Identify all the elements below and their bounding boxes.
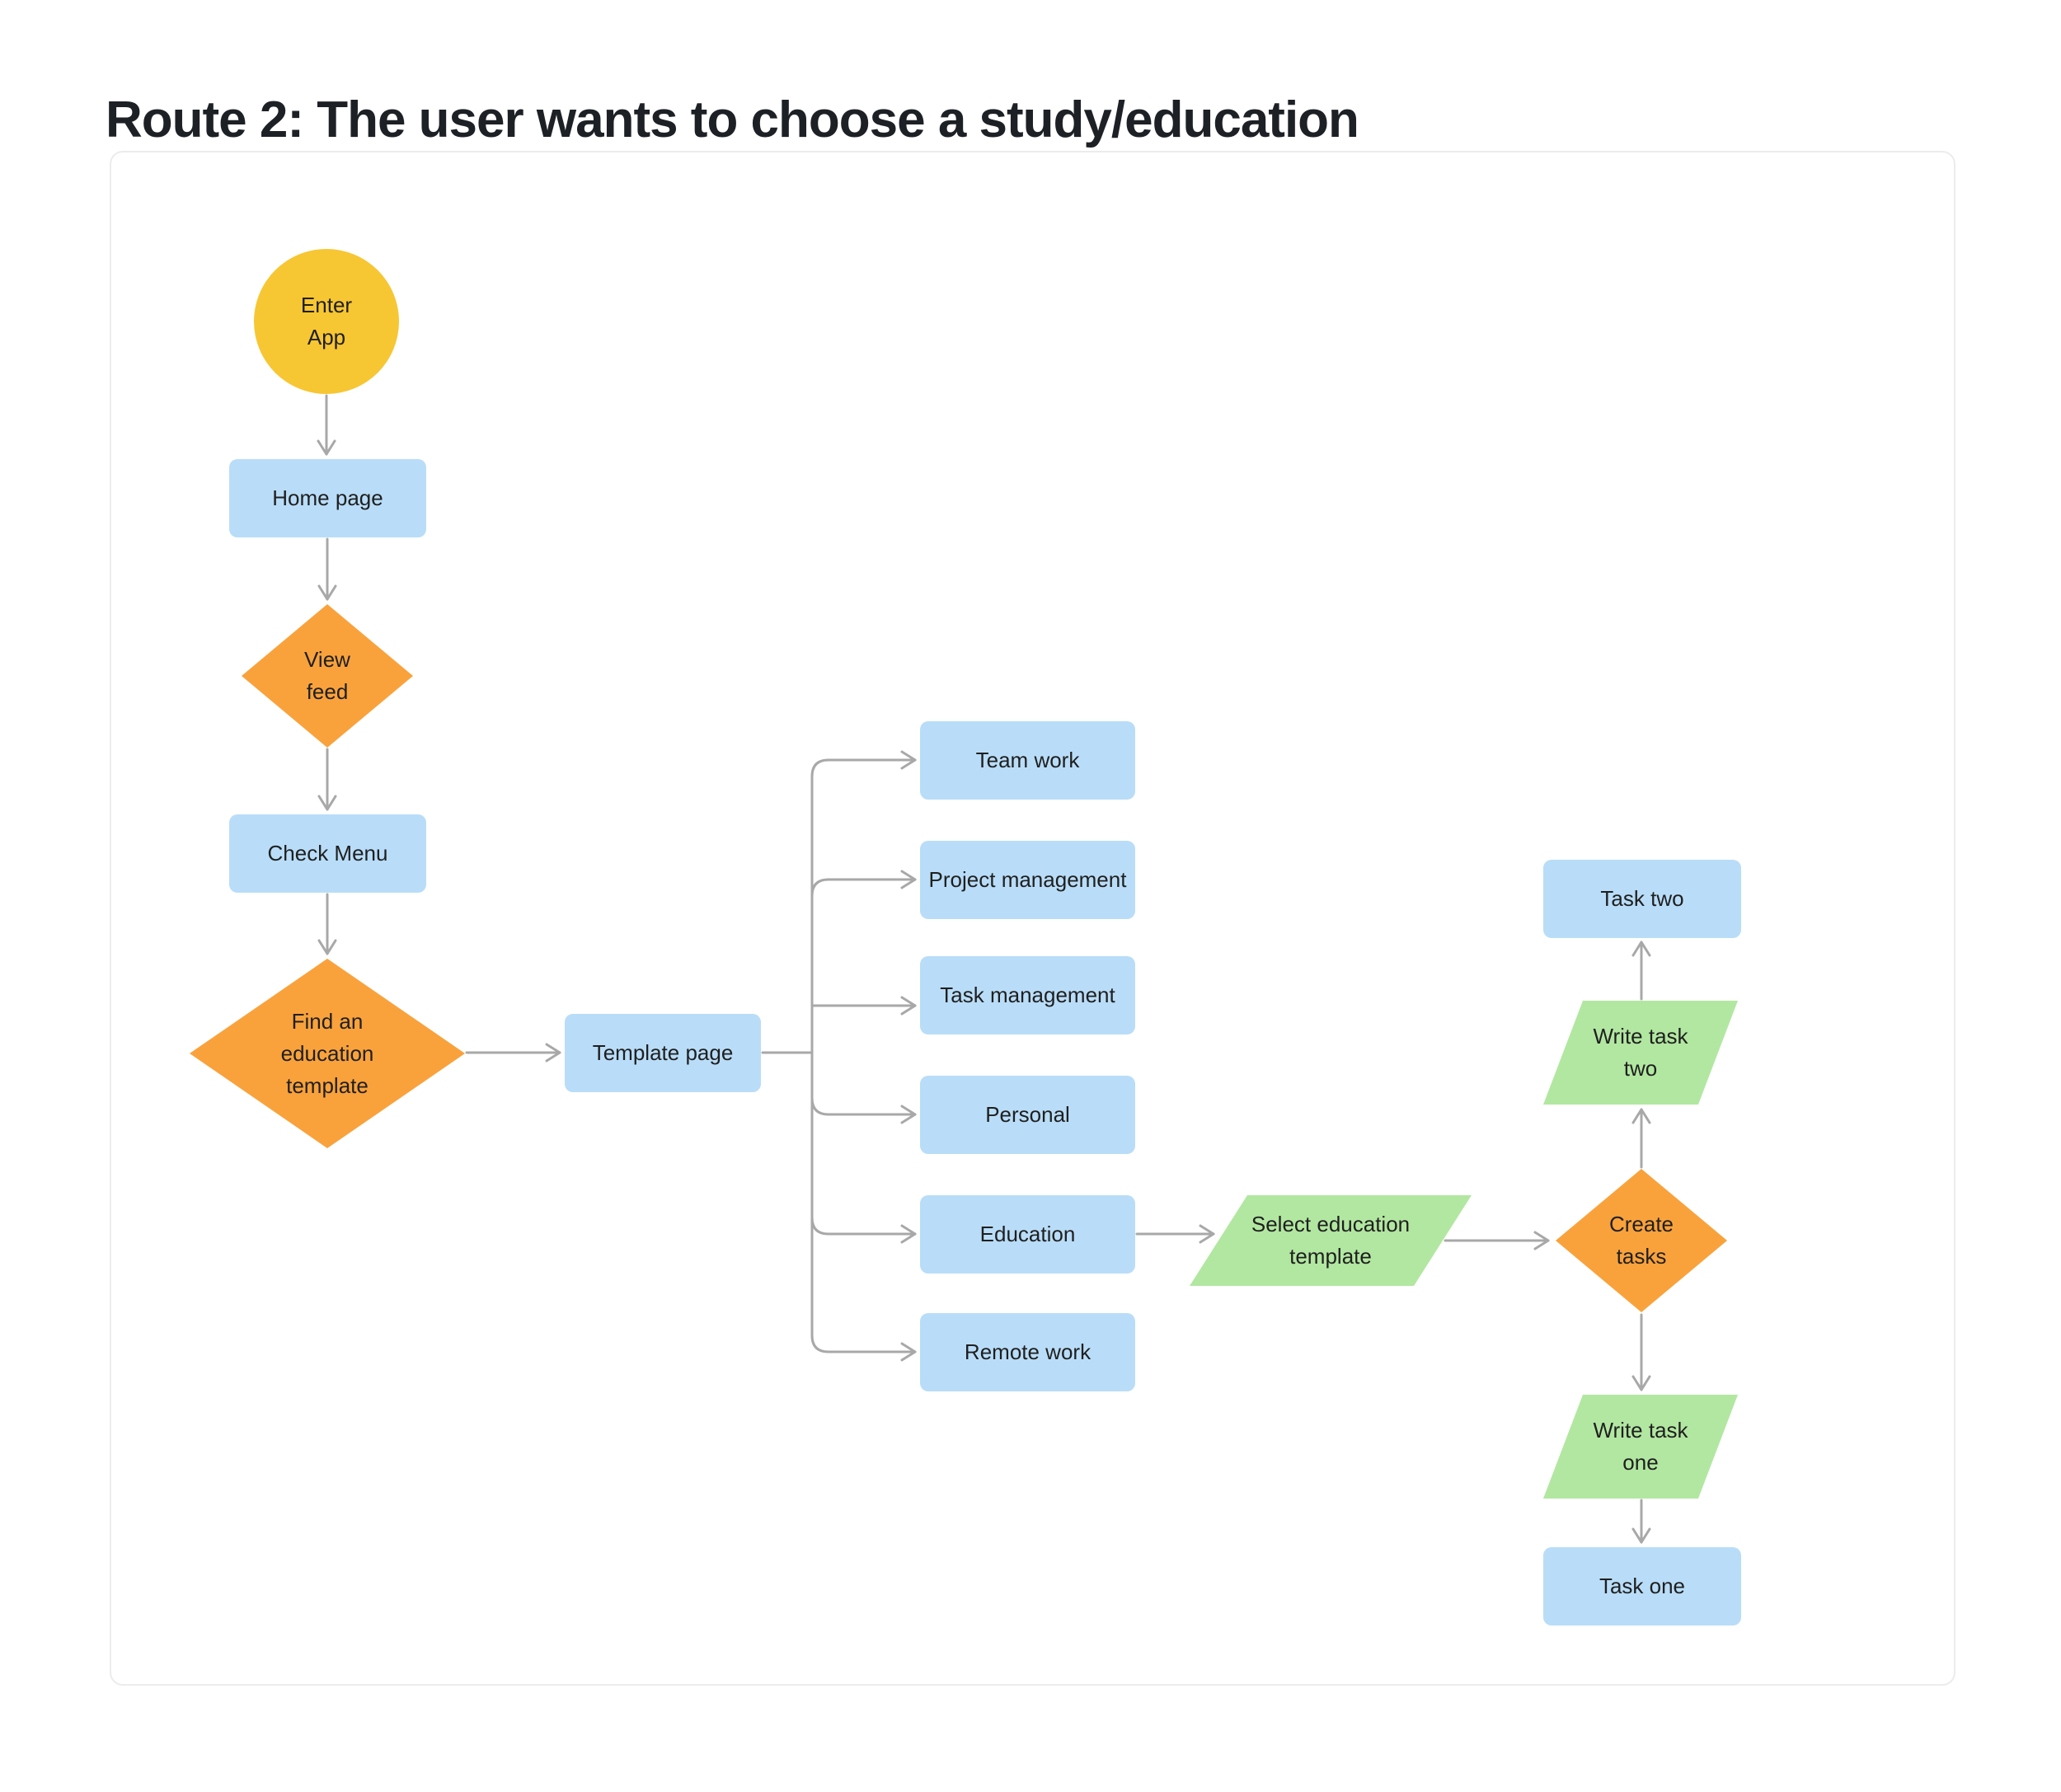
node-task-two[interactable]: Task two bbox=[1543, 860, 1741, 938]
node-task-one[interactable]: Task one bbox=[1543, 1547, 1741, 1625]
node-personal[interactable]: Personal bbox=[920, 1076, 1135, 1154]
node-template-page[interactable]: Template page bbox=[565, 1014, 761, 1092]
node-view-feed-label: View feed bbox=[304, 647, 350, 704]
node-remote-work[interactable]: Remote work bbox=[920, 1313, 1135, 1391]
node-check-menu[interactable]: Check Menu bbox=[229, 814, 426, 893]
node-education[interactable]: Education bbox=[920, 1195, 1135, 1274]
node-create-tasks-label: Create tasks bbox=[1608, 1212, 1674, 1269]
node-education-label: Education bbox=[979, 1222, 1076, 1246]
node-find-education-template-label: Find an education template bbox=[280, 1008, 374, 1098]
node-enter-app-label: Enter App bbox=[300, 293, 353, 349]
node-team-work-label: Team work bbox=[975, 748, 1080, 772]
node-task-management-label: Task management bbox=[940, 983, 1115, 1007]
page-title: Route 2: The user wants to choose a stud… bbox=[106, 91, 1359, 148]
node-home-page[interactable]: Home page bbox=[229, 459, 426, 537]
node-task-management[interactable]: Task management bbox=[920, 956, 1135, 1034]
node-enter-app[interactable]: Enter App bbox=[254, 249, 399, 394]
node-write-task-two-label: Write task two bbox=[1593, 1024, 1688, 1081]
node-task-one-label: Task one bbox=[1599, 1574, 1686, 1598]
node-write-task-one-label: Write task one bbox=[1593, 1418, 1688, 1475]
node-select-education-template-label: Select education template bbox=[1251, 1212, 1411, 1269]
node-template-page-label: Template page bbox=[592, 1040, 734, 1065]
node-home-page-label: Home page bbox=[272, 486, 383, 510]
node-check-menu-label: Check Menu bbox=[267, 841, 388, 866]
node-personal-label: Personal bbox=[985, 1102, 1070, 1127]
node-project-management-label: Project management bbox=[928, 867, 1127, 892]
node-remote-work-label: Remote work bbox=[964, 1339, 1092, 1364]
node-team-work[interactable]: Team work bbox=[920, 721, 1135, 800]
node-project-management[interactable]: Project management bbox=[920, 841, 1135, 919]
node-task-two-label: Task two bbox=[1600, 886, 1684, 911]
